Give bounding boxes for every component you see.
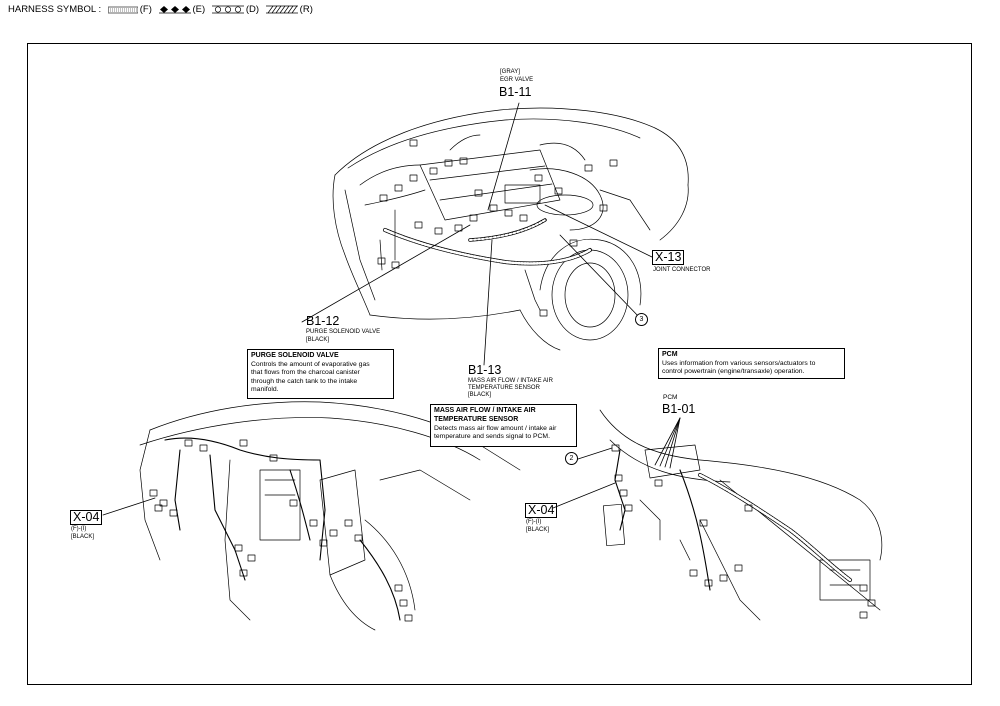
maf-note-line: temperature and sends signal to PCM.: [434, 432, 550, 440]
joint-connector-code: X-13: [652, 250, 685, 265]
harness-symbol-legend: HARNESS SYMBOL : (F) (E) (D) (R): [8, 4, 313, 15]
pcm-connector-code: B1-01: [662, 402, 696, 416]
maf-sensor-note: MASS AIR FLOW / INTAKE AIR TEMPERATURE S…: [430, 404, 577, 447]
pcm-note-line: control powertrain (engine/transaxle) op…: [662, 368, 805, 376]
x04-left-code: X-04: [70, 510, 103, 525]
maf-sensor-code: B1-13: [468, 363, 502, 377]
purge-solenoid-color: [BLACK]: [306, 337, 330, 343]
maf-note-line: Detects mass air flow amount / intake ai…: [434, 424, 557, 432]
purge-note-line: Controls the amount of evaporative gas: [251, 360, 370, 368]
joint-connector-name: JOINT CONNECTOR: [653, 267, 711, 273]
legend-code-r: (R): [299, 4, 313, 15]
legend-code-e: (E): [192, 4, 206, 15]
legend-code-d: (D): [245, 4, 260, 15]
leader-lines: [102, 102, 681, 516]
purge-note-title: PURGE SOLENOID VALVE: [251, 352, 339, 359]
legend-prefix: HARNESS SYMBOL :: [8, 4, 102, 15]
egr-valve-code: B1-11: [499, 85, 532, 99]
maf-note-title-1: MASS AIR FLOW / INTAKE AIR: [434, 407, 536, 414]
x04-left-sub: (F)-(I): [71, 526, 87, 532]
purge-note-line: that flows from the charcoal canister: [251, 369, 360, 377]
maf-sensor-name-1: MASS AIR FLOW / INTAKE AIR: [468, 378, 553, 384]
pcm-note-line: Uses information from various sensors/ac…: [662, 359, 816, 367]
purge-solenoid-code: B1-12: [306, 314, 340, 328]
egr-valve-name: EGR VALVE: [500, 77, 534, 83]
purge-note-line: through the catch tank to the intake: [251, 377, 358, 385]
circle-chain-icon: [211, 5, 244, 14]
marker-2: 2: [565, 452, 578, 465]
pcm-connector-label: PCM: [663, 394, 678, 401]
diamond-chain-icon: [158, 6, 191, 14]
purge-solenoid-name: PURGE SOLENOID VALVE: [306, 329, 381, 335]
dotted-band-icon: [107, 6, 138, 13]
marker-3: 3: [635, 313, 648, 326]
purge-solenoid-note: PURGE SOLENOID VALVE Controls the amount…: [247, 349, 394, 399]
x04-right-code: X-04: [525, 503, 558, 518]
x04-left-color: [BLACK]: [71, 534, 95, 540]
engine-bay-drawing: [332, 107, 689, 351]
hatched-band-icon: [265, 5, 298, 14]
legend-code-f: (F): [139, 4, 152, 15]
x04-right-sub: (F)-(I): [526, 519, 542, 525]
purge-note-line: manifold.: [251, 386, 279, 394]
x04-right-color: [BLACK]: [526, 527, 550, 533]
maf-sensor-color: [BLACK]: [468, 392, 492, 398]
maf-sensor-name-2: TEMPERATURE SENSOR: [468, 385, 540, 391]
dashboard-right-drawing: [599, 409, 883, 621]
egr-valve-color: [GRAY]: [500, 69, 520, 75]
diagram-frame: [27, 43, 972, 685]
pcm-note-title: PCM: [662, 351, 678, 358]
maf-note-title-2: TEMPERATURE SENSOR: [434, 415, 519, 423]
pcm-note: PCM Uses information from various sensor…: [658, 348, 845, 379]
